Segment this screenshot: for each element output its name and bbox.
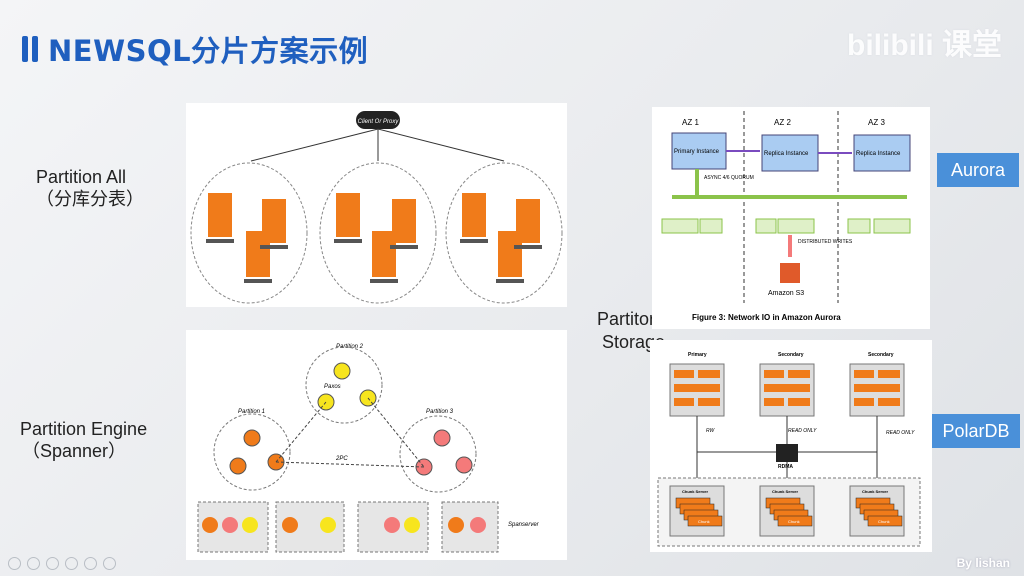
footer-author: By lishan bbox=[956, 556, 1010, 570]
tag-aurora: Aurora bbox=[937, 153, 1019, 187]
az3-label: AZ 3 bbox=[868, 118, 885, 127]
label-partition-engine: Partition Engine bbox=[20, 419, 148, 439]
readonly-label-1: READ ONLY bbox=[788, 428, 817, 434]
s3-label: Amazon S3 bbox=[768, 290, 804, 297]
client-node bbox=[356, 111, 400, 129]
az1-label: AZ 1 bbox=[682, 118, 699, 127]
diagram-aurora: AZ 1 AZ 2 AZ 3 Primary Instance Replica … bbox=[652, 107, 930, 329]
page-title: NEWSQL分片方案示例 bbox=[22, 28, 368, 70]
partition-ellipse bbox=[445, 162, 563, 304]
rdma-switch-icon bbox=[776, 444, 798, 462]
tag-polardb: PolarDB bbox=[932, 414, 1020, 448]
s3-icon bbox=[780, 263, 800, 283]
diagram-partition-all: Client Or Proxy bbox=[186, 103, 567, 307]
chunk-label-3: Chunk bbox=[878, 519, 890, 524]
partition-ellipse bbox=[319, 162, 437, 304]
spanserver-label: Spanserver bbox=[508, 522, 540, 528]
chunk-server-label-1: Chunk Server bbox=[682, 489, 708, 494]
rw-label: RW bbox=[706, 428, 716, 434]
next-slide-icon[interactable] bbox=[27, 557, 40, 570]
slideshow-controls[interactable] bbox=[8, 557, 116, 570]
slides-grid-icon[interactable] bbox=[65, 557, 78, 570]
chunk-server-label-2: Chunk Server bbox=[772, 489, 798, 494]
distributed-writes-label: DISTRIBUTED WRITES bbox=[798, 239, 853, 245]
partition3-label: Partition 3 bbox=[426, 409, 454, 415]
label-partition-storage-1: Partiton bbox=[597, 309, 660, 329]
diagram-polardb: Primary Secondary Secondary RW READ ONLY… bbox=[650, 340, 932, 552]
label-partition-storage-2: Storage bbox=[602, 332, 666, 352]
polardb-primary-label: Primary bbox=[688, 352, 707, 358]
label-partition-all-sub: （分库分表） bbox=[36, 189, 144, 209]
zoom-icon[interactable] bbox=[84, 557, 97, 570]
replica-instance-label-2: Replica Instance bbox=[764, 151, 809, 157]
title-text: NEWSQL分片方案示例 bbox=[48, 34, 369, 68]
client-label: Client Or Proxy bbox=[358, 119, 400, 125]
paxos-label: Paxos bbox=[324, 384, 341, 390]
async-quorum-label: ASYNC 4/6 QUORUM bbox=[704, 175, 754, 181]
rdma-label: RDMA bbox=[778, 464, 793, 470]
label-partition-all: Partition All bbox=[36, 167, 127, 187]
aurora-caption: Figure 3: Network IO in Amazon Aurora bbox=[692, 313, 841, 322]
chunk-label-1: Chunk bbox=[698, 519, 710, 524]
label-partition-engine-sub: （Spanner） bbox=[22, 441, 127, 461]
pen-icon[interactable] bbox=[46, 557, 59, 570]
chunk-label-2: Chunk bbox=[788, 519, 800, 524]
partition1-label: Partition 1 bbox=[238, 409, 265, 415]
polardb-secondary-label-2: Secondary bbox=[868, 352, 894, 358]
more-options-icon[interactable] bbox=[103, 557, 116, 570]
primary-instance-label: Primary Instance bbox=[674, 149, 720, 155]
replica-instance-label-3: Replica Instance bbox=[856, 151, 901, 157]
readonly-label-2: READ ONLY bbox=[886, 430, 915, 436]
watermark-logo: bilibili 课堂 bbox=[847, 29, 1002, 62]
chunk-server-label-3: Chunk Server bbox=[862, 489, 888, 494]
polardb-secondary-label-1: Secondary bbox=[778, 352, 804, 358]
prev-slide-icon[interactable] bbox=[8, 557, 21, 570]
title-bars-icon bbox=[22, 36, 38, 62]
twopc-label: 2PC bbox=[335, 456, 348, 462]
partition2-label: Partition 2 bbox=[336, 344, 364, 350]
diagram-partition-engine: Partition 2 Paxos Partition 1 Partition … bbox=[186, 330, 567, 560]
partition-ellipse bbox=[190, 162, 308, 304]
az2-label: AZ 2 bbox=[774, 118, 791, 127]
